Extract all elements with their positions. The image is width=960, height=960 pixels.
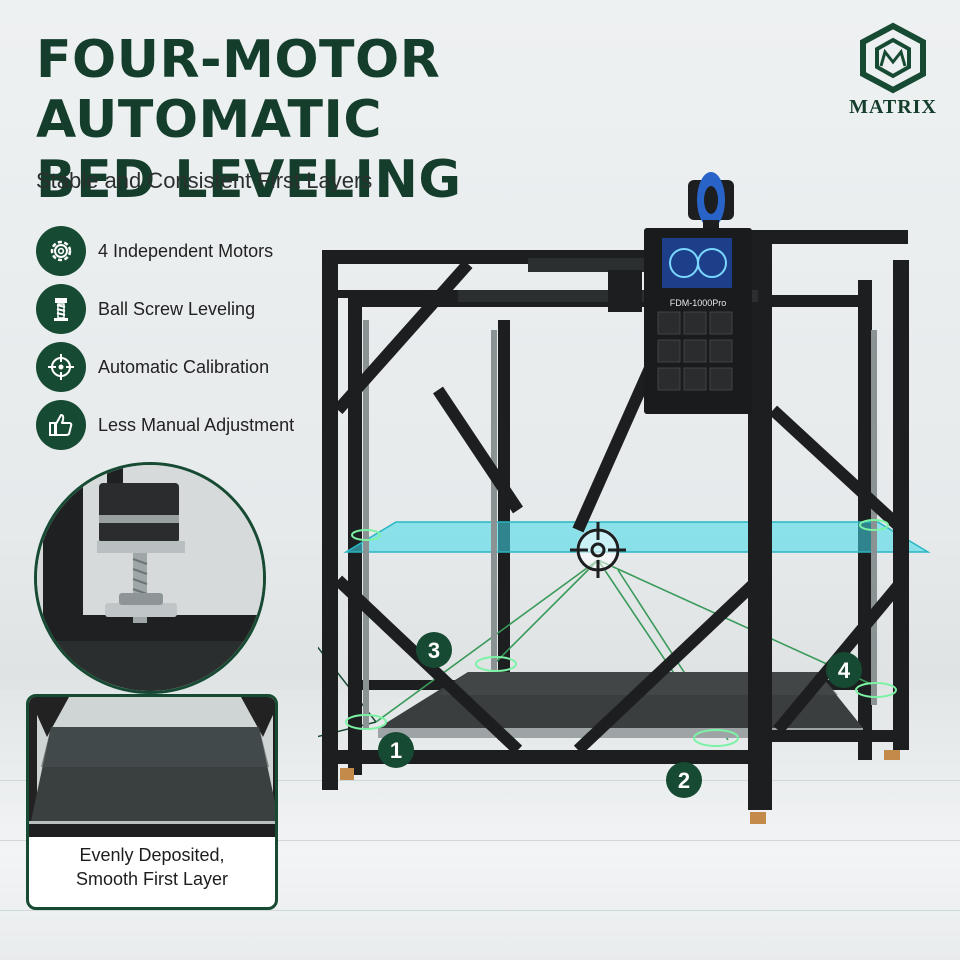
feature-list: 4 Independent Motors Ball Screw Leveling…	[36, 226, 294, 458]
feature-label: Automatic Calibration	[98, 356, 270, 377]
build-plate-closeup	[29, 697, 275, 837]
feature-item: Less Manual Adjustment	[36, 400, 294, 450]
feature-label: 4 Independent Motors	[98, 240, 274, 261]
crosshair-icon	[36, 342, 86, 392]
control-screen: FDM-1000Pro	[644, 228, 752, 414]
motor-closeup	[34, 462, 266, 694]
feature-item: Ball Screw Leveling	[36, 284, 294, 334]
printer-illustration: FDM-1000Pro 1 2 3	[318, 172, 931, 824]
marker-number: 1	[390, 738, 402, 763]
marker-number: 3	[428, 638, 440, 663]
feature-item: 4 Independent Motors	[36, 226, 294, 276]
motor-marker-1: 1	[378, 732, 414, 768]
matrix-cube-icon	[860, 22, 926, 94]
detail-caption-line-1: Evenly Deposited,	[79, 845, 225, 865]
brand-logo: MATRIX	[838, 22, 948, 119]
gear-icon	[36, 226, 86, 276]
crosshair-target-icon	[570, 522, 626, 578]
diagonal-braces	[333, 260, 908, 755]
motor-marker-2: 2	[666, 762, 702, 798]
motor-marker-3: 3	[416, 632, 452, 668]
thumbs-up-icon	[36, 400, 86, 450]
ball-screw-icon	[36, 284, 86, 334]
floor-tile-line	[0, 910, 960, 911]
feature-item: Automatic Calibration	[36, 342, 294, 392]
floor-tile-line	[0, 780, 960, 781]
detail-caption: Evenly Deposited, Smooth First Layer	[29, 843, 275, 891]
brand-name: MATRIX	[849, 96, 937, 118]
feature-label: Ball Screw Leveling	[98, 298, 256, 319]
marker-number: 2	[678, 768, 690, 793]
motor-glow-rings	[345, 519, 897, 747]
upper-bed-glass	[343, 521, 931, 553]
headline-line-2: BED LEVELING	[36, 150, 462, 210]
detail-caption-line-2: Smooth First Layer	[75, 869, 229, 889]
motor-marker-4: 4	[826, 652, 862, 688]
headline: FOUR-MOTOR AUTOMATIC BED LEVELING	[36, 30, 796, 210]
first-layer-detail-panel: Evenly Deposited, Smooth First Layer	[26, 694, 278, 910]
feature-label: Less Manual Adjustment	[98, 414, 295, 435]
screen-model-label: FDM-1000Pro	[670, 298, 727, 308]
subtitle: Stable and Consistent First Layers	[36, 168, 373, 193]
marker-number: 4	[838, 658, 851, 683]
filament-spool	[688, 172, 734, 250]
floor-tile-line	[0, 840, 960, 841]
leveling-feet	[340, 750, 900, 824]
headline-line-1: FOUR-MOTOR AUTOMATIC	[36, 30, 441, 150]
lead-screws	[363, 320, 877, 730]
